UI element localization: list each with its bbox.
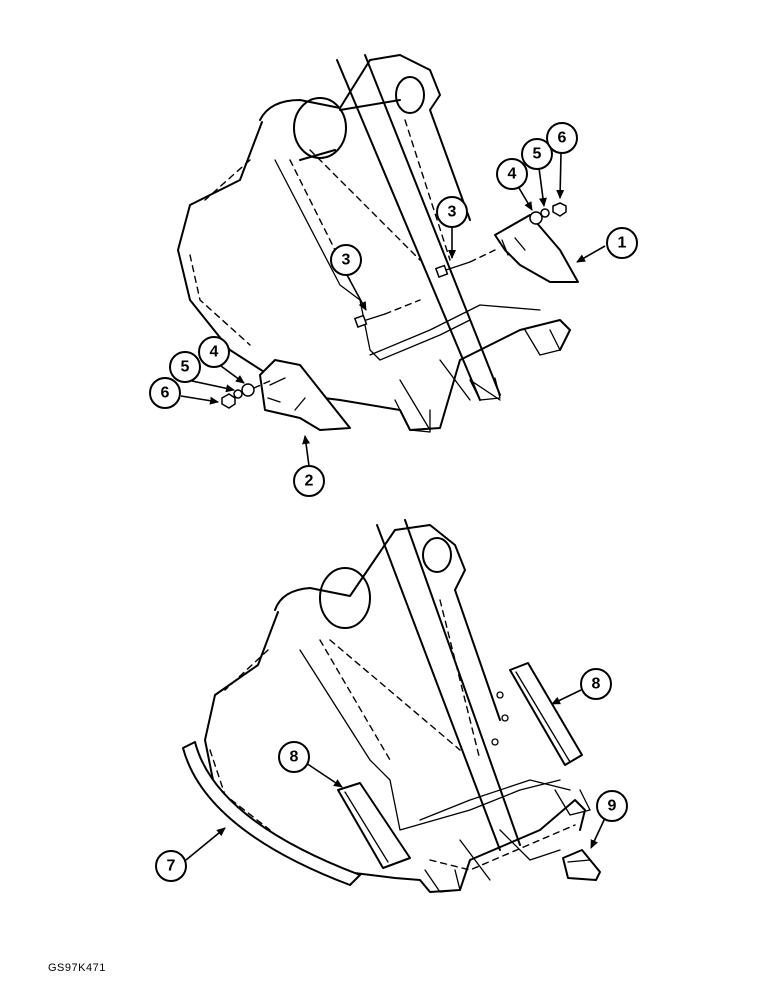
top-pivot-pin-left [293,97,347,159]
top-leaders [180,152,606,467]
callout-4b: 4 [496,158,528,190]
figure-code: GS97K471 [48,962,106,974]
bottom-pivot-pin-right [422,537,452,573]
side-cutter-left [259,359,351,431]
wear-strip-curved [182,741,361,886]
callout-7: 7 [155,850,187,882]
bottom-bucket-teeth [424,789,591,893]
top-mount-bracket [259,54,471,221]
callout-4a: 4 [198,336,230,368]
callout-1-label: 1 [618,235,627,252]
callout-7-label: 7 [167,858,176,875]
callout-9-label: 9 [608,798,617,815]
callout-8a-label: 8 [290,749,299,766]
lock-washer-left [233,389,243,399]
bottom-bucket-inner-hidden [319,599,481,761]
callout-3b: 3 [436,196,468,228]
callout-6b-label: 6 [558,130,567,147]
top-bracket-detail [299,99,401,161]
callout-6b: 6 [546,122,578,154]
top-bucket-lip [369,304,541,431]
nut-left [221,393,236,409]
callout-3a-label: 3 [342,252,351,269]
washer-right [529,211,543,225]
callout-5b-label: 5 [533,146,542,163]
bottom-boom-arm [376,519,521,851]
wear-strip-left [337,782,411,869]
bottom-bucket-shell [204,611,586,893]
callout-2-label: 2 [305,473,314,490]
callout-8a: 8 [278,741,310,773]
callout-3b-label: 3 [448,204,457,221]
side-cutter-right [494,214,579,283]
callout-5a: 5 [169,351,201,383]
bottom-leaders [185,689,606,861]
bottom-bucket-lip [419,779,571,881]
callout-6a-label: 6 [161,385,170,402]
top-bucket-hidden-edge [189,159,251,346]
top-boom-arm [336,54,501,401]
bottom-mount-bracket [274,524,501,721]
callout-8b: 8 [580,668,612,700]
washer-left [241,383,255,397]
callout-5b: 5 [521,138,553,170]
bottom-bucket-inner-edge [299,649,561,831]
bottom-bucket-floor [429,824,576,871]
top-bucket-shell [177,121,571,431]
top-pivot-pin-right [395,76,425,114]
callout-6a: 6 [149,377,181,409]
top-bucket-inner-hidden [289,119,451,281]
callout-9: 9 [596,790,628,822]
callout-1: 1 [606,227,638,259]
top-bucket-inner-edge [274,159,471,361]
top-bucket [177,54,579,433]
lock-washer-right [540,208,550,218]
callout-4b-label: 4 [508,166,517,183]
callout-3a: 3 [330,244,362,276]
bottom-pivot-pin-left [319,567,371,629]
callout-4a-label: 4 [210,344,219,361]
wear-strip-right [509,662,583,766]
bucket-tooth [562,849,601,881]
callout-8b-label: 8 [592,676,601,693]
bottom-bucket [182,519,601,893]
callout-2: 2 [293,465,325,497]
nut-right [552,202,567,217]
top-bucket-teeth [394,329,561,433]
callout-5a-label: 5 [181,359,190,376]
